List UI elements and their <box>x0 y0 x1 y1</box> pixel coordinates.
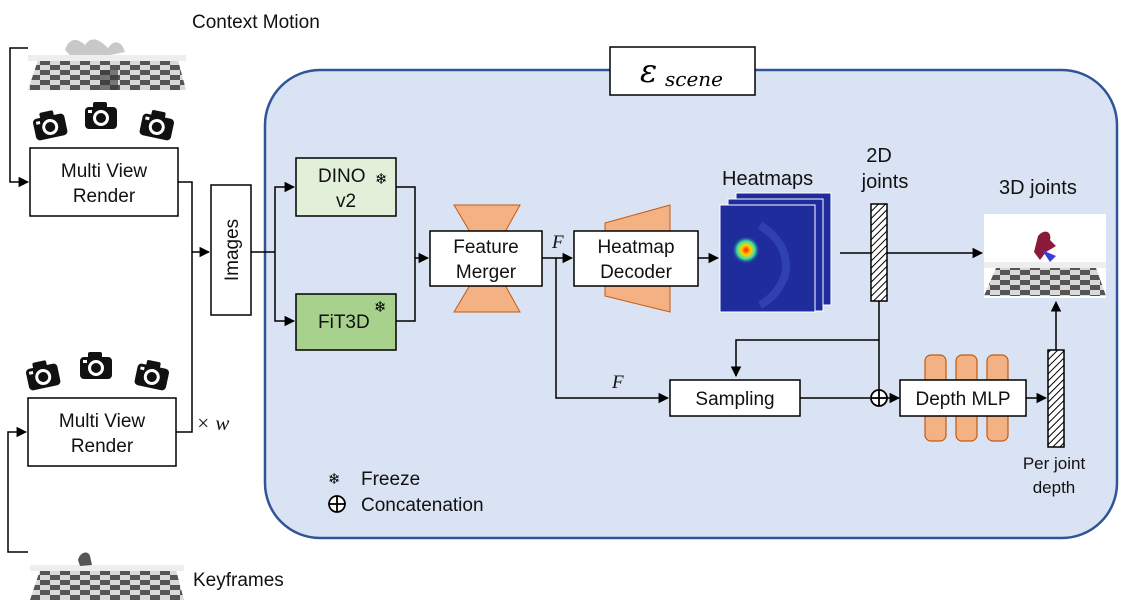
render-bottom-line2: Render <box>71 436 134 457</box>
images-to-fit3d-arrow <box>274 252 296 327</box>
joints2d-to-sampling-arrow <box>730 339 879 378</box>
fit3d-box <box>295 293 397 351</box>
heatmaps-label: Heatmaps <box>722 168 813 190</box>
scene-encoder-subscript: scene <box>665 67 723 91</box>
scene-encoder-title-box <box>609 46 756 96</box>
multi-view-render-bottom <box>27 397 177 467</box>
feature-merger-box <box>429 230 543 287</box>
sampling-box <box>669 379 801 417</box>
fit3d-label: FiT3D <box>318 312 370 333</box>
keyframes-label: Keyframes <box>193 570 284 591</box>
camera-icon <box>85 102 117 129</box>
joints2d-line2: joints <box>861 171 909 193</box>
keyframes-thumbnail <box>30 552 184 600</box>
render-top-output-line <box>178 181 193 252</box>
times-w-label: × w <box>196 411 229 435</box>
feature-merger-line2: Merger <box>456 262 517 283</box>
snowflake-icon: ❄ <box>374 298 387 316</box>
images-to-dino-arrow <box>274 181 296 252</box>
sampling-label: Sampling <box>695 389 774 410</box>
legend-snowflake-icon: ❄ <box>328 470 341 488</box>
dino-line1: DINO <box>318 166 366 187</box>
heatmap-decoder-line2: Decoder <box>600 262 672 283</box>
per-joint-depth-bar <box>1047 349 1065 448</box>
feature-symbol-top: F <box>551 232 564 253</box>
camera-icon <box>24 358 62 392</box>
feature-to-sampling-arrow <box>555 258 670 404</box>
images-box <box>210 184 252 316</box>
context-to-render-arrow <box>9 47 30 188</box>
per-joint-line2: depth <box>1033 478 1076 497</box>
snowflake-icon: ❄ <box>375 170 388 188</box>
joints3d-label: 3D joints <box>999 177 1077 199</box>
context-motion-label: Context Motion <box>192 12 320 33</box>
render-top-line1: Multi View <box>61 161 148 182</box>
feature-symbol-bottom: F <box>611 372 624 393</box>
legend-freeze-label: Freeze <box>361 469 420 490</box>
dino-v2-box <box>295 157 397 217</box>
joints2d-bar <box>870 203 888 302</box>
feature-merger-line1: Feature <box>453 237 518 258</box>
render-bottom-output-line <box>176 246 211 433</box>
heatmaps-image <box>719 192 832 313</box>
legend-concat-label: Concatenation <box>361 495 484 516</box>
keyframes-to-render-arrow <box>7 426 28 553</box>
joints3d-image <box>984 214 1106 298</box>
render-top-line2: Render <box>73 186 136 207</box>
context-motion-thumbnail <box>28 39 186 90</box>
heatmap-decoder-box <box>573 230 699 287</box>
images-label: Images <box>222 219 243 281</box>
per-joint-line1: Per joint <box>1023 454 1086 473</box>
dino-output-line <box>396 186 416 258</box>
render-bottom-line1: Multi View <box>59 411 146 432</box>
heatmap-decoder-line1: Heatmap <box>597 237 674 258</box>
joints2d-line1: 2D <box>866 145 892 167</box>
camera-icon <box>133 358 171 392</box>
dino-line2: v2 <box>336 191 356 212</box>
camera-icon <box>80 352 112 379</box>
depth-mlp-box <box>899 379 1027 417</box>
camera-icon <box>31 108 69 142</box>
scene-encoder-symbol: ε <box>640 52 657 90</box>
camera-icon <box>138 108 176 142</box>
depth-mlp-label: Depth MLP <box>915 389 1010 410</box>
fit3d-output-line <box>396 252 430 322</box>
